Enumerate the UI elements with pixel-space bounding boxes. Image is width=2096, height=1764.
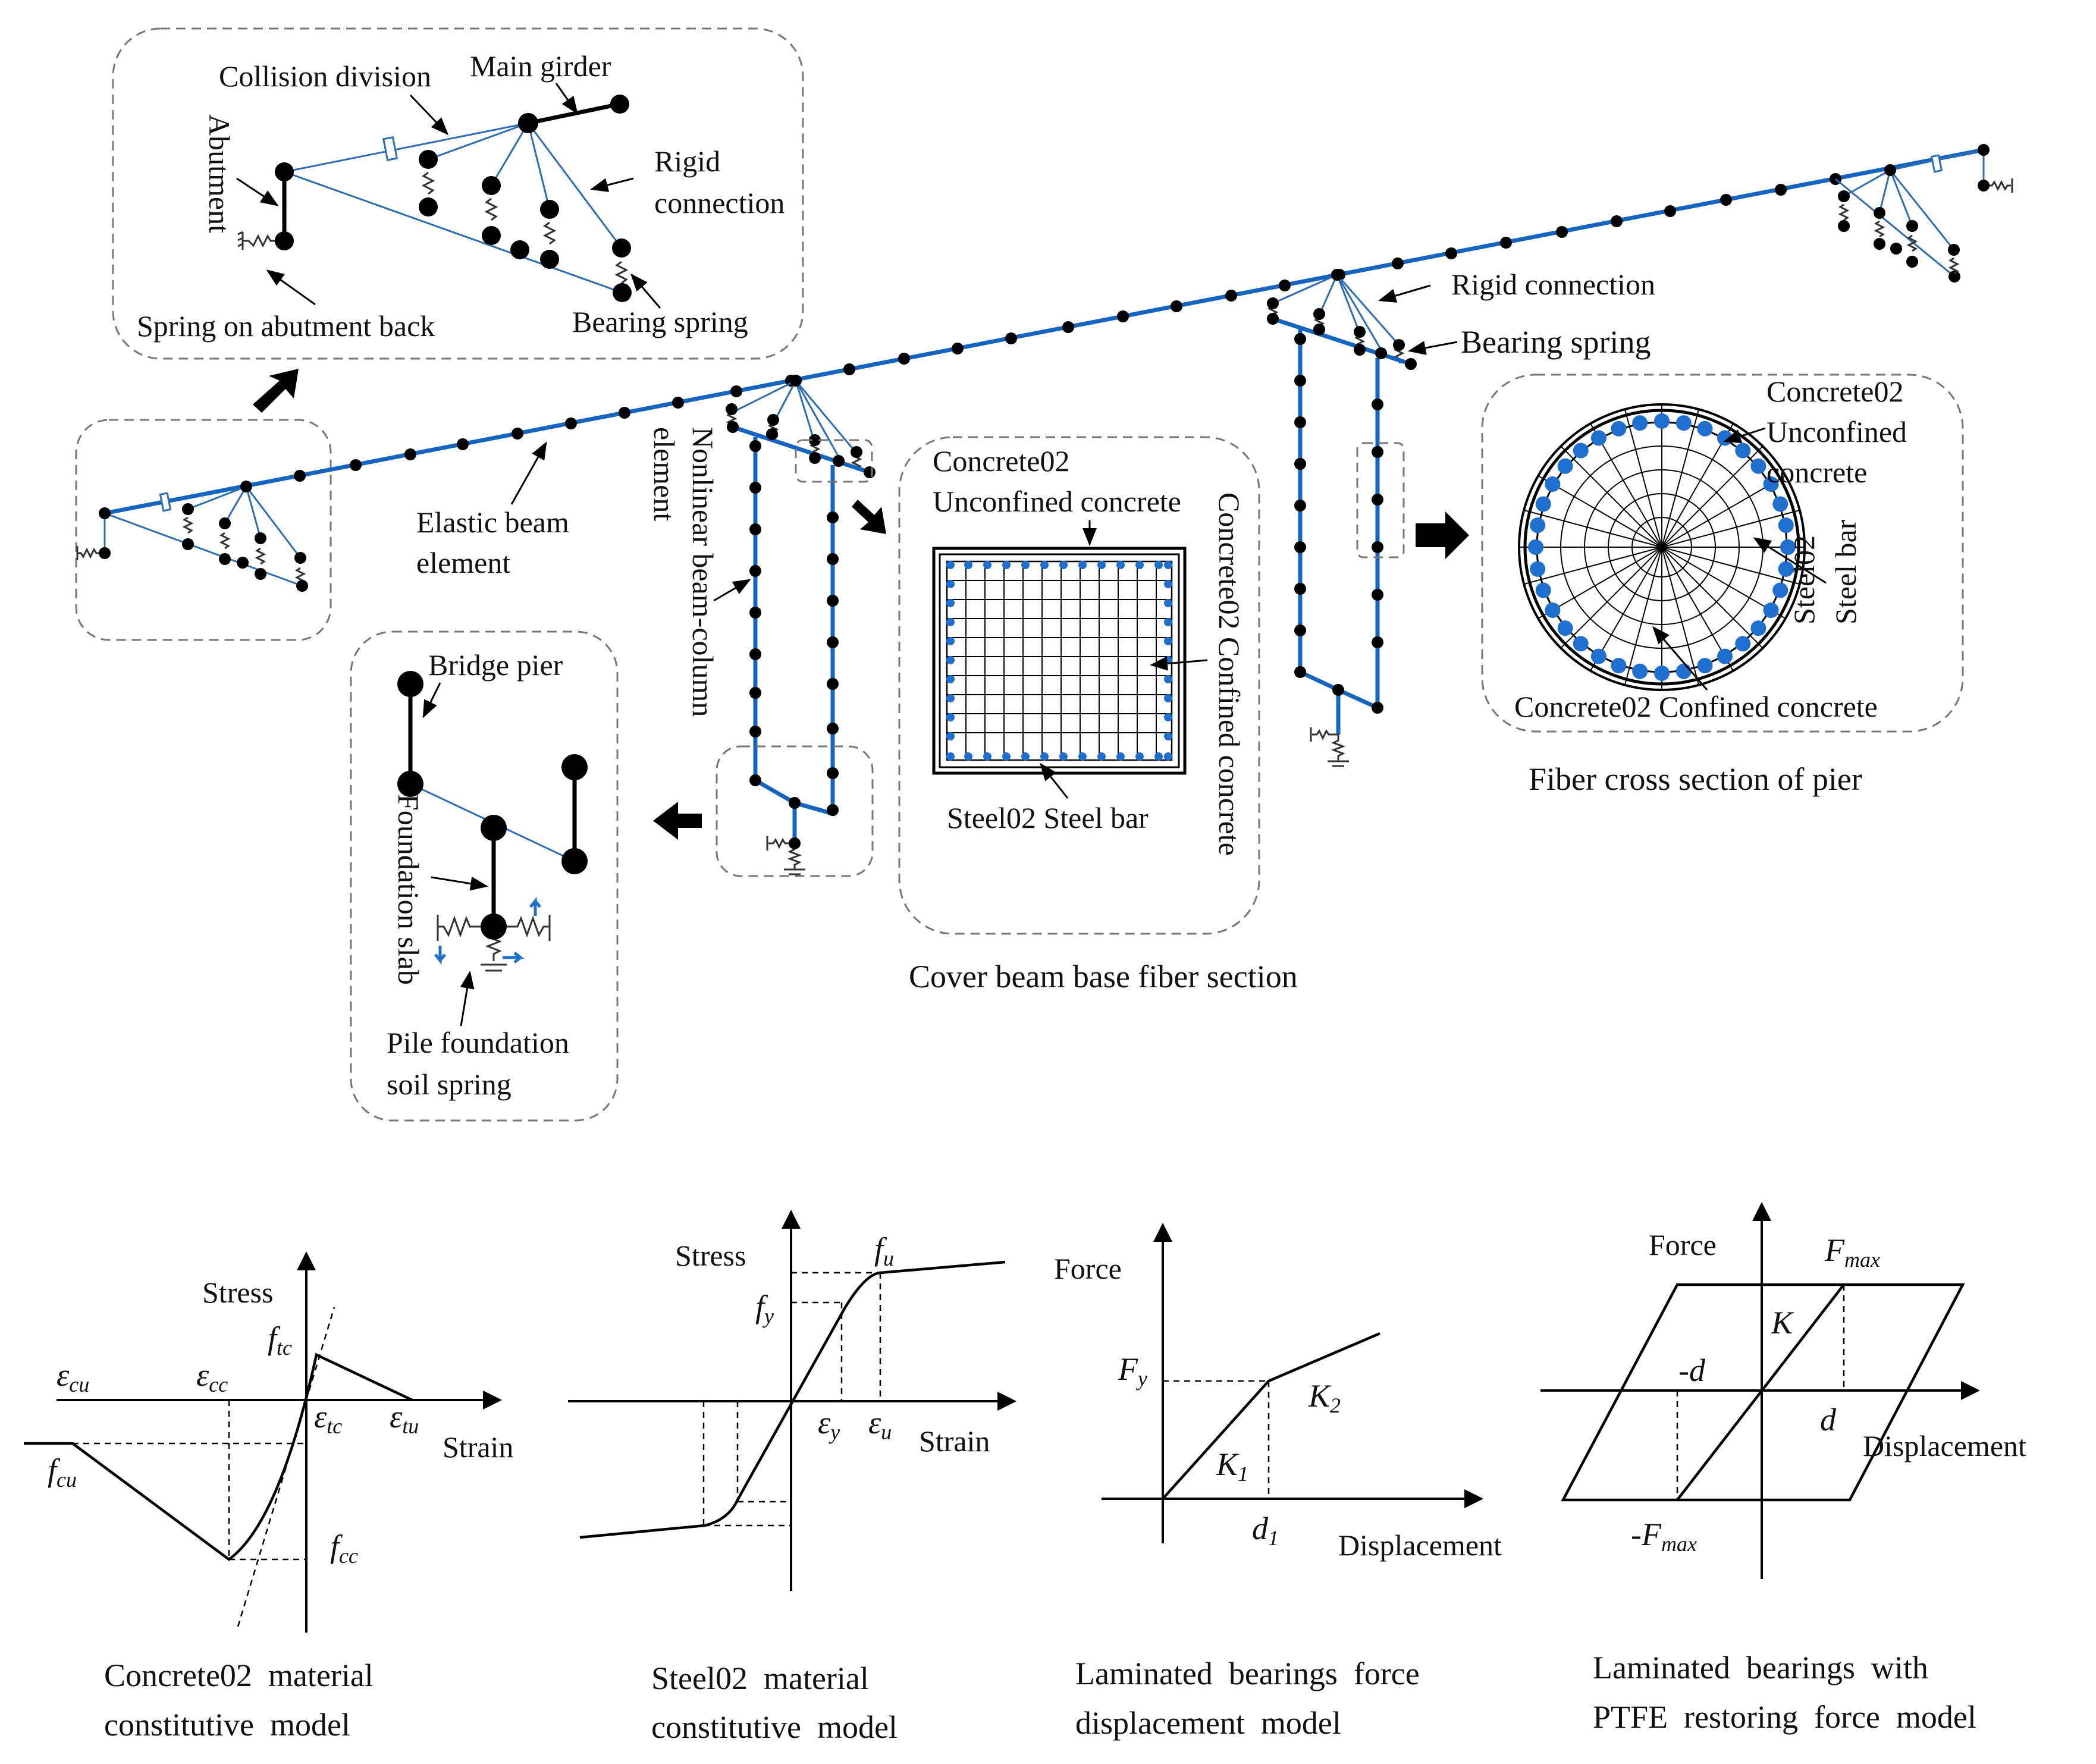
foundation-inset-box: [350, 630, 619, 1122]
abutment-detail-inset: Collision division Main girder Abutment …: [112, 27, 804, 360]
pier-fiber-section: Concrete02 Unconfined concrete Steel02 S…: [1481, 373, 1964, 797]
pile-label-2: soil spring: [387, 1068, 512, 1101]
bearing-spring-inset-label: Bearing spring: [572, 305, 748, 338]
concrete-caption-1: Concrete02 material: [104, 1658, 374, 1693]
K-1: K1: [1216, 1446, 1248, 1486]
eps-tu: εtu: [390, 1399, 419, 1438]
rect-concrete02-label: Concrete02: [933, 444, 1069, 478]
zoom-arrow-pier: [1416, 511, 1469, 559]
rect-steel-label: Steel02 Steel bar: [947, 801, 1149, 834]
minus-d: -d: [1678, 1352, 1706, 1388]
circ-steel-label-2: Steel bar: [1829, 519, 1862, 624]
fiber-pier-caption: Fiber cross section of pier: [1529, 761, 1862, 797]
steel-curve: [579, 1260, 1006, 1539]
nonlinear-label-2: element: [648, 427, 681, 521]
cover-beam-fiber-section: Concrete02 Unconfined concrete Concrete0…: [898, 436, 1298, 994]
F-max: Fmax: [1824, 1232, 1880, 1272]
zoom-arrow-abutment: [253, 369, 299, 413]
laminated-force-label: Force: [1054, 1252, 1122, 1285]
bridge-pier-label: Bridge pier: [428, 648, 563, 682]
concrete-curve: [24, 1352, 413, 1561]
collision-division-label: Collision division: [219, 59, 431, 93]
cover-beam-caption: Cover beam base fiber section: [909, 959, 1298, 994]
left-end-nodes: [99, 481, 308, 592]
f-tc: ftc: [268, 1320, 292, 1360]
elastic-beam-label-2: element: [416, 546, 510, 579]
cover-beam-section-box: [898, 436, 1260, 935]
zoom-arrow-cover-beam: [852, 500, 886, 534]
cover-beam-zoom-box: [795, 439, 873, 483]
laminated-disp-label: Displacement: [1338, 1528, 1502, 1562]
eps-u: εu: [868, 1405, 892, 1444]
ptfe-caption-1: Laminated bearings with: [1593, 1650, 1928, 1685]
f-y: fy: [755, 1289, 774, 1328]
eps-cc: εcc: [196, 1357, 228, 1396]
rect-confined-label: Concrete02 Confined concrete: [1213, 492, 1246, 856]
concrete-strain-label: Strain: [443, 1430, 513, 1464]
concrete02-graph: Stress Strain εcu εcc ftc εtc εtu fcu fc…: [24, 1251, 513, 1743]
abutment-inset-box: [112, 27, 804, 360]
pier-left: [716, 375, 876, 877]
circ-unconfined-label-1: Unconfined: [1766, 415, 1907, 448]
concrete-caption-2: constitutive model: [104, 1707, 350, 1743]
eps-cu: εcu: [57, 1357, 89, 1396]
nonlinear-label-1: Nonlinear beam-column: [686, 427, 720, 717]
rect-steel-bars: [946, 561, 1172, 761]
laminated-curve: [1162, 1332, 1380, 1500]
elastic-beam-label-1: Elastic beam: [416, 506, 569, 539]
main-girder-line: [528, 102, 620, 125]
rect-unconfined-label: Unconfined concrete: [933, 485, 1181, 518]
bridge-model: Rigid connection Bearing spring Elastic …: [75, 144, 2013, 877]
circ-confined-label: Concrete02 Confined concrete: [1514, 690, 1878, 723]
foundation-inset: Bridge pier Foundation slab Pile foundat…: [350, 630, 619, 1122]
K-2: K2: [1308, 1378, 1341, 1417]
abutment-label: Abutment: [203, 114, 236, 233]
pier-section-box: [1481, 373, 1964, 733]
ptfe-hysteresis-loop: [1561, 1283, 1965, 1502]
f-cc: fcc: [330, 1528, 358, 1568]
minus-F-max: -Fmax: [1631, 1517, 1697, 1556]
deck-nodes: [294, 173, 1841, 482]
f-u: fu: [874, 1231, 894, 1270]
foundation-zoom-box: [716, 745, 874, 877]
right-end-nodes: [1838, 144, 1990, 283]
steel-caption-1: Steel02 material: [651, 1661, 869, 1696]
ptfe-force-label: Force: [1649, 1228, 1717, 1261]
concrete-stress-label: Stress: [202, 1276, 273, 1309]
circ-steel-label-1: Steel02: [1787, 535, 1821, 624]
zoom-arrow-foundation: [653, 802, 702, 840]
main-girder-label: Main girder: [470, 49, 611, 83]
ptfe-disp-label: Displacement: [1863, 1429, 2026, 1462]
bearing-spring-label: Bearing spring: [1461, 324, 1651, 360]
laminated-caption-2: displacement model: [1075, 1705, 1341, 1741]
foundation-slab-label: Foundation slab: [392, 794, 425, 985]
steel-strain-label: Strain: [919, 1424, 990, 1458]
eps-y: εy: [818, 1405, 840, 1444]
circ-concrete02-label: Concrete02: [1766, 375, 1903, 408]
laminated-graph: Force Displacement Fy K1 K2 d1 Laminated…: [1054, 1223, 1502, 1741]
left-end-inset-box: [75, 419, 332, 641]
rigid-label-1: Rigid: [654, 145, 720, 178]
f-cu: fcu: [48, 1452, 77, 1492]
rigid-label-2: connection: [654, 186, 785, 219]
rigid-connection-label: Rigid connection: [1451, 268, 1655, 301]
spring-abutment-back-label: Spring on abutment back: [137, 309, 435, 343]
F-y: Fy: [1118, 1351, 1147, 1391]
pier-right: [1267, 269, 1417, 767]
steel-stress-label: Stress: [675, 1239, 746, 1272]
ptfe-caption-2: PTFE restoring force model: [1593, 1699, 1976, 1735]
pile-label-1: Pile foundation: [387, 1026, 569, 1059]
steel02-graph: Stress Strain fu fy εy εu Steel02 materi…: [568, 1210, 1016, 1745]
d-1: d1: [1252, 1511, 1279, 1550]
ptfe-graph: Force Displacement Fmax K -d d -Fmax Lam…: [1540, 1202, 2026, 1735]
laminated-caption-1: Laminated bearings force: [1075, 1656, 1420, 1691]
K-ptfe: K: [1771, 1305, 1794, 1341]
eps-tc: εtc: [314, 1399, 342, 1438]
d-ptfe: d: [1820, 1402, 1837, 1437]
circ-unconfined-label-2: concrete: [1766, 456, 1867, 489]
steel-caption-2: constitutive model: [651, 1709, 898, 1745]
pier-zoom-box: [1356, 442, 1405, 558]
